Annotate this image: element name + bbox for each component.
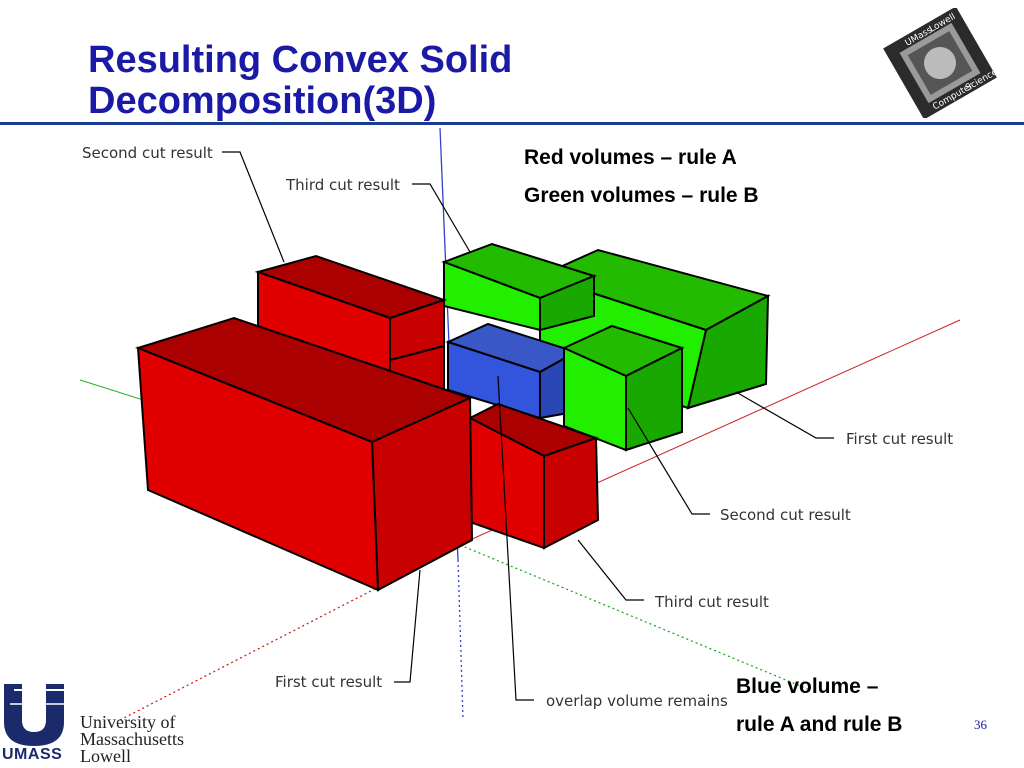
green-volume-third-cut xyxy=(441,242,597,332)
red-volume-first-cut xyxy=(135,316,474,592)
label-third-cut-top: Third cut result xyxy=(285,176,400,194)
label-third-cut-right: Third cut result xyxy=(654,593,769,611)
title-line-1: Resulting Convex Solid xyxy=(88,39,513,81)
slide-title: Resulting Convex Solid Decomposition(3D) xyxy=(88,40,512,122)
umass-lowell-name: University of Massachusetts Lowell xyxy=(80,712,184,766)
legend-rules: Red volumes – rule A Green volumes – rul… xyxy=(524,139,759,215)
leader-first-cut-right xyxy=(735,391,834,439)
umass-logo-mark xyxy=(4,684,74,746)
green-axis-dotted xyxy=(459,544,811,691)
page-number: 36 xyxy=(974,717,987,732)
logo-line-2: Massachusetts xyxy=(80,729,184,749)
label-first-cut-bottom: First cut result xyxy=(275,673,382,691)
leader-second-cut-left xyxy=(222,151,285,263)
logo-line-3: Lowell xyxy=(80,746,131,766)
leader-second-cut-right xyxy=(627,407,710,515)
label-overlap: overlap volume remains xyxy=(546,692,728,710)
label-second-cut-left: Second cut result xyxy=(82,144,213,162)
leader-third-cut-top xyxy=(412,183,471,253)
label-second-cut-right: Second cut result xyxy=(720,506,851,524)
label-first-cut-right: First cut result xyxy=(846,430,953,448)
red-axis-dotted xyxy=(119,539,471,721)
blue-axis-dotted xyxy=(457,559,464,719)
leader-first-cut-bottom xyxy=(394,569,421,683)
legend-blue-line1: Blue volume – xyxy=(736,675,879,698)
legend-blue: Blue volume – rule A and rule B xyxy=(736,668,902,744)
legend-red: Red volumes – rule A xyxy=(524,146,737,169)
title-divider xyxy=(0,122,1024,125)
logo-line-1: University of xyxy=(80,712,176,732)
leader-third-cut-right xyxy=(577,539,644,601)
red-volume-third-cut xyxy=(467,402,600,550)
umass-wordmark: UMASS xyxy=(2,746,63,763)
title-line-2: Decomposition(3D) xyxy=(88,80,437,122)
leader-overlap xyxy=(497,375,534,701)
legend-blue-line2: rule A and rule B xyxy=(736,713,903,736)
green-volume-second-cut xyxy=(561,324,685,452)
blue-overlap-volume xyxy=(445,322,579,420)
legend-green: Green volumes – rule B xyxy=(524,184,759,207)
umass-cs-chip-logo: UMass Lowell Computer Science xyxy=(883,8,1000,118)
